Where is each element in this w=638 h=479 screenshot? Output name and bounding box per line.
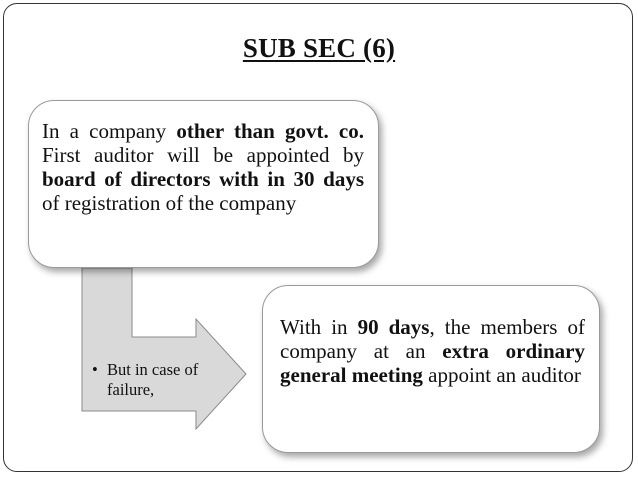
bottom-segment: , the members of company at an	[280, 315, 585, 363]
slide-title: SUB SEC (6)	[242, 33, 396, 63]
top-segment: First auditor will be appointed by	[42, 143, 364, 167]
bottom-segment: 90 days	[357, 315, 430, 339]
bottom-segment: With in	[280, 315, 358, 339]
failure-outcome-text: With in 90 days, the members of company …	[280, 315, 585, 387]
failure-outcome-box: With in 90 days, the members of company …	[262, 285, 600, 453]
first-auditor-text: In a company other than govt. co. First …	[42, 119, 364, 215]
top-segment: board of directors with in 30 days	[42, 167, 364, 191]
first-auditor-box: In a company other than govt. co. First …	[28, 100, 379, 268]
arrow-label: • But in case of failure,	[92, 360, 212, 400]
top-segment: In a company	[42, 119, 177, 143]
slide-frame	[3, 3, 633, 472]
top-segment: other than govt. co.	[176, 119, 364, 143]
bottom-segment: appoint an auditor	[422, 363, 581, 387]
arrow-label-text: But in case of failure,	[107, 360, 199, 399]
bottom-segment: extra ordinary general meeting	[280, 339, 585, 387]
bullet-icon: •	[92, 360, 98, 379]
top-segment: of registration of the company	[42, 191, 297, 215]
bent-arrow-shape	[81, 267, 247, 431]
